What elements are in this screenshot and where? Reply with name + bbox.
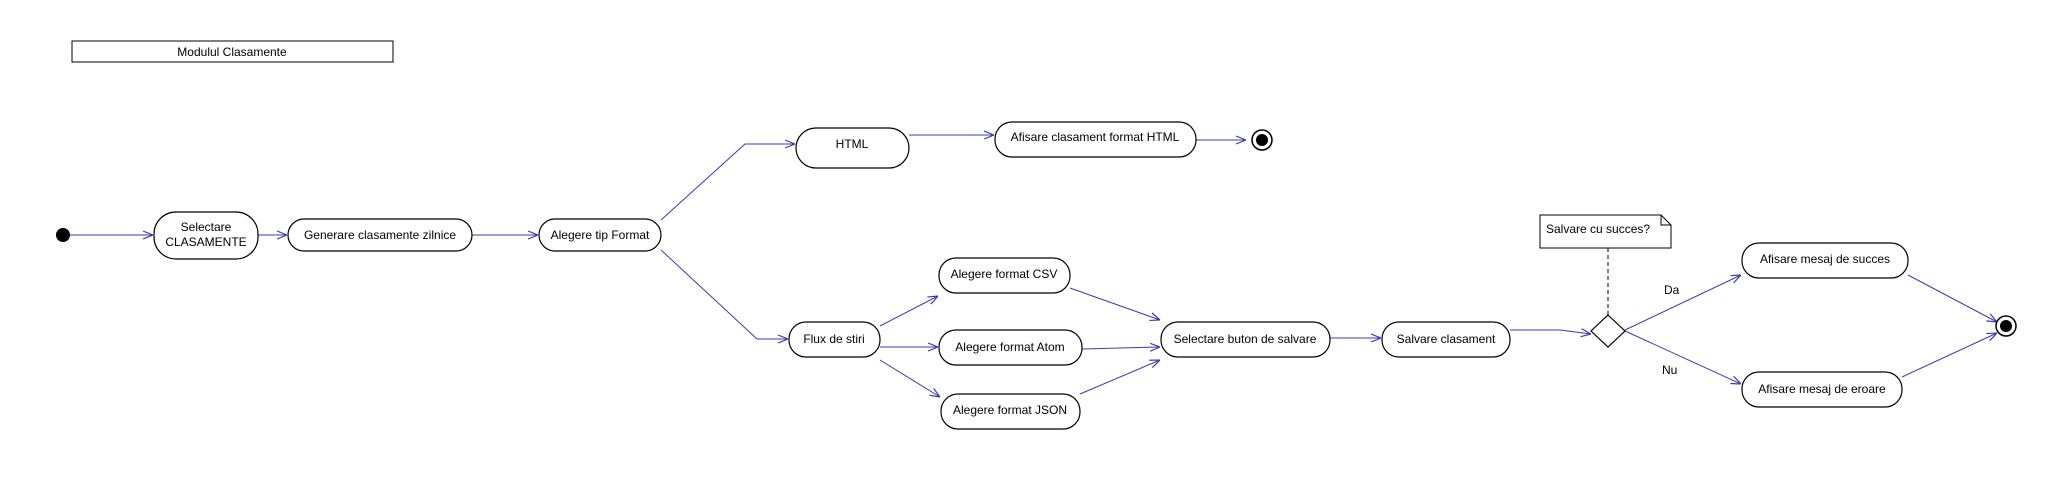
action-label: Afisare mesaj de eroare <box>1758 382 1886 396</box>
action-label: CLASAMENTE <box>165 235 246 249</box>
action-afisare-eroare: Afisare mesaj de eroare <box>1741 371 1903 408</box>
action-label: HTML <box>836 137 869 151</box>
action-label: Selectare <box>181 220 232 234</box>
edge-csv-selectare <box>1069 287 1160 320</box>
action-salvare-clasament: Salvare clasament <box>1381 321 1511 358</box>
diagram-title: Modulul Clasamente <box>177 45 287 59</box>
decision-node <box>1590 314 1626 348</box>
action-label: Afisare clasament format HTML <box>1011 130 1180 144</box>
note-text: Salvare cu succes? <box>1546 222 1650 236</box>
action-label: Selectare buton de salvare <box>1174 332 1317 346</box>
guard-da: Da <box>1664 283 1680 297</box>
edge-eroare-end <box>1901 333 1997 378</box>
final-node-html <box>1251 129 1273 151</box>
action-alegere-json: Alegere format JSON <box>940 393 1081 430</box>
decision-note: Salvare cu succes? <box>1539 214 1672 316</box>
edge-decision-succes <box>1624 275 1741 331</box>
flow-edges <box>68 135 1997 397</box>
action-label: Alegere tip Format <box>551 228 650 242</box>
edge-flux-json <box>879 359 940 397</box>
edge-alegere-html <box>660 144 795 221</box>
action-afisare-html: Afisare clasament format HTML <box>994 121 1197 158</box>
edge-atom-selectare <box>1081 347 1160 349</box>
action-label: Salvare clasament <box>1397 332 1496 346</box>
edge-decision-eroare <box>1624 330 1741 384</box>
guard-nu: Nu <box>1662 363 1677 377</box>
diagram-title-frame: Modulul Clasamente <box>71 40 394 63</box>
action-label: Flux de stiri <box>803 332 864 346</box>
action-alegere-atom: Alegere format Atom <box>938 329 1083 366</box>
action-flux-de-stiri: Flux de stiri <box>788 321 881 358</box>
initial-node <box>56 228 70 242</box>
action-html: HTML <box>795 127 910 169</box>
action-afisare-succes: Afisare mesaj de succes <box>1741 242 1909 279</box>
edge-flux-csv <box>879 296 938 327</box>
edge-json-selectare <box>1079 360 1160 395</box>
action-alegere-tip-format: Alegere tip Format <box>538 218 662 252</box>
edge-salvare-decision <box>1510 330 1591 334</box>
action-label: Afisare mesaj de succes <box>1760 252 1890 266</box>
action-label: Alegere format CSV <box>951 267 1058 281</box>
final-node-save <box>1995 315 2017 337</box>
edge-succes-end <box>1907 274 1997 322</box>
action-selectare-buton-salvare: Selectare buton de salvare <box>1160 321 1331 358</box>
edge-alegere-flux <box>660 249 788 339</box>
action-generare-clasamente: Generare clasamente zilnice <box>287 218 473 252</box>
action-label: Alegere format JSON <box>953 403 1067 417</box>
action-selectare-clasamente: Selectare CLASAMENTE <box>153 211 259 260</box>
action-alegere-csv: Alegere format CSV <box>938 257 1071 294</box>
action-label: Generare clasamente zilnice <box>304 228 456 242</box>
action-label: Alegere format Atom <box>955 340 1064 354</box>
